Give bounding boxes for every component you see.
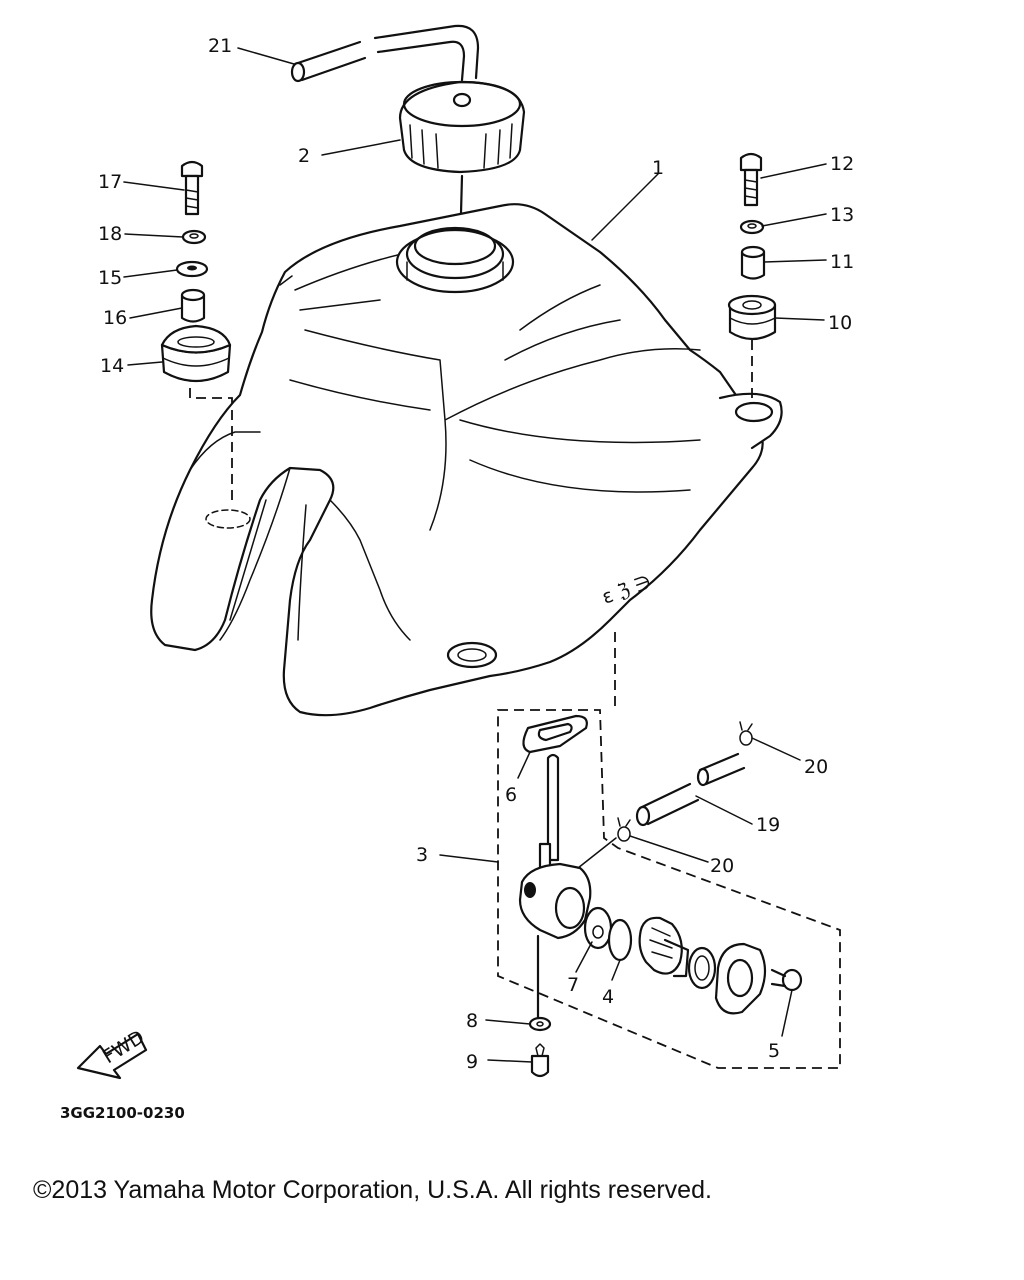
- part-20-clip-upper: [739, 721, 753, 746]
- part-18-washer: [181, 229, 207, 245]
- label-7: 7: [567, 974, 579, 996]
- part-11-collar: [740, 245, 766, 280]
- leader-lines: [123, 47, 827, 1063]
- part-21-breather-hose: [290, 24, 480, 83]
- part-6-gasket: [522, 714, 588, 754]
- part-5-screw: [770, 968, 803, 992]
- part-17-bolt: [180, 160, 204, 216]
- part-8-washer: [528, 1016, 552, 1032]
- part-12-bolt: [739, 152, 763, 207]
- label-13: 13: [830, 204, 854, 226]
- label-9: 9: [466, 1051, 478, 1073]
- label-10: 10: [828, 312, 852, 334]
- drawing-code: 3GG2100-0230: [60, 1104, 185, 1122]
- label-16: 16: [103, 307, 127, 329]
- label-19: 19: [756, 814, 780, 836]
- label-17: 17: [98, 171, 122, 193]
- part-7-filter-disc: [583, 906, 613, 950]
- label-14: 14: [100, 355, 124, 377]
- fuel-cock-lever-parts: [638, 916, 767, 1015]
- copyright-notice: ©2013 Yamaha Motor Corporation, U.S.A. A…: [33, 1176, 712, 1204]
- fuel-tank-exploded-diagram: ε ℨ ∋: [60, 24, 854, 1122]
- forward-arrow-icon: FWD: [76, 1026, 148, 1080]
- part-4-o-ring: [607, 918, 633, 962]
- label-1: 1: [652, 157, 664, 179]
- label-5: 5: [768, 1040, 780, 1062]
- part-9-drain-screw: [530, 1043, 550, 1078]
- part-19-fuel-hose: [635, 752, 746, 827]
- label-12: 12: [830, 153, 854, 175]
- part-10-grommet: [727, 294, 777, 400]
- part-16-collar: [180, 288, 206, 323]
- label-18: 18: [98, 223, 122, 245]
- label-3: 3: [416, 844, 428, 866]
- callout-labels: 1 2 3 4 5 6 7 8 9 10 11 12 13 14 15 16 1…: [98, 35, 854, 1073]
- label-11: 11: [830, 251, 854, 273]
- part-20-clip-lower: [617, 817, 631, 842]
- part-3-fuel-cock: [518, 753, 617, 1022]
- label-2: 2: [298, 145, 310, 167]
- label-4: 4: [602, 986, 614, 1008]
- part-15-washer: [175, 260, 209, 278]
- part-13-washer: [739, 219, 765, 235]
- fuel-cock-assembly-outline: [497, 632, 841, 1069]
- label-21: 21: [208, 35, 232, 57]
- label-15: 15: [98, 267, 122, 289]
- label-20-lower: 20: [710, 855, 734, 877]
- part-2-fuel-cap: [398, 80, 526, 252]
- part-1-fuel-tank: ε ℨ ∋: [150, 203, 783, 717]
- label-6: 6: [505, 784, 517, 806]
- label-20-upper: 20: [804, 756, 828, 778]
- part-14-grommet: [160, 324, 233, 500]
- label-8: 8: [466, 1010, 478, 1032]
